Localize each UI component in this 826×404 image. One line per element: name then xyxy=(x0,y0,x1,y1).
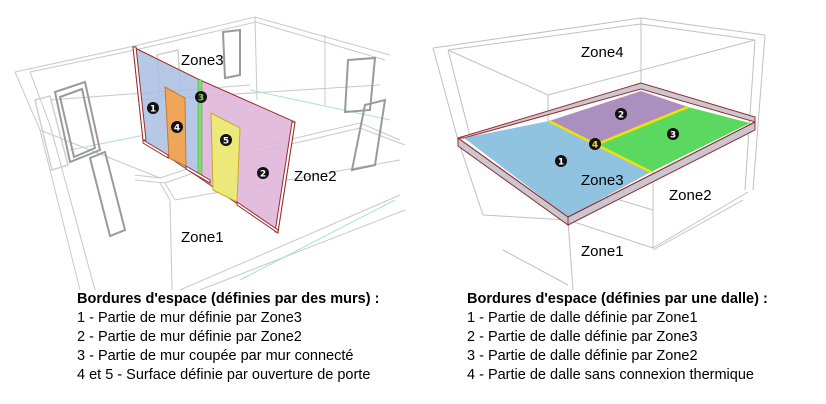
zone-label-zone3: Zone3 xyxy=(581,172,624,189)
wall-legend-item-3: 3 - Partie de mur coupée par mur connect… xyxy=(77,348,354,364)
svg-text:5: 5 xyxy=(223,137,229,147)
zone-label-zone2: Zone2 xyxy=(294,168,337,185)
zone-label-zone1: Zone1 xyxy=(181,229,224,246)
slab-marker-2: 2 xyxy=(615,108,627,121)
wall-legend: Bordures d'espace (définies par des murs… xyxy=(77,290,379,385)
slab-marker-3: 3 xyxy=(667,128,679,141)
marker-4: 4 xyxy=(171,121,183,134)
wall-boundaries-diagram: 1 2 3 4 5 Zone3 Zone2 Zone1 xyxy=(0,0,413,290)
marker-5: 5 xyxy=(220,134,232,147)
wall-legend-item-4: 4 et 5 - Surface définie par ouverture d… xyxy=(77,367,371,383)
slab-legend-item-2: 2 - Partie de dalle définie par Zone3 xyxy=(467,329,698,345)
slab-3d-wireframe: 1 2 3 4 xyxy=(432,17,766,290)
wall-legend-title: Bordures d'espace (définies par des murs… xyxy=(77,291,380,307)
slab-boundaries-diagram: 1 2 3 4 Zone4 Zone3 Zone2 Zone1 xyxy=(413,0,826,290)
marker-2: 2 xyxy=(257,167,269,180)
zone-label-zone2: Zone2 xyxy=(669,187,712,204)
slab-marker-1: 1 xyxy=(555,155,567,168)
svg-text:4: 4 xyxy=(174,124,180,134)
marker-1: 1 xyxy=(147,102,159,115)
svg-text:3: 3 xyxy=(198,94,204,104)
svg-text:2: 2 xyxy=(618,111,624,121)
wall-part-5-door xyxy=(210,112,241,203)
zone-label-zone1: Zone1 xyxy=(581,243,624,260)
slab-legend: Bordures d'espace (définies par une dall… xyxy=(467,290,768,385)
svg-text:1: 1 xyxy=(150,105,156,115)
slab-legend-item-4: 4 - Partie de dalle sans connexion therm… xyxy=(467,367,754,383)
zone-label-zone3: Zone3 xyxy=(181,52,224,69)
wall-legend-item-1: 1 - Partie de mur définie par Zone3 xyxy=(77,310,302,326)
wall-legend-item-2: 2 - Partie de mur définie par Zone2 xyxy=(77,329,302,345)
slab-legend-title: Bordures d'espace (définies par une dall… xyxy=(467,291,768,307)
svg-text:1: 1 xyxy=(558,158,564,168)
svg-text:3: 3 xyxy=(670,131,676,141)
slab-legend-item-1: 1 - Partie de dalle définie par Zone1 xyxy=(467,310,698,326)
slab-marker-4: 4 xyxy=(589,138,601,151)
marker-3: 3 xyxy=(195,91,207,104)
slab-part-1 xyxy=(464,121,651,217)
zone-label-zone4: Zone4 xyxy=(581,44,624,61)
svg-text:4: 4 xyxy=(592,141,598,151)
svg-text:2: 2 xyxy=(260,170,266,180)
slab-legend-item-3: 3 - Partie de dalle définie par Zone2 xyxy=(467,348,698,364)
wall-3d-wireframe: 1 2 3 4 5 xyxy=(14,16,406,290)
